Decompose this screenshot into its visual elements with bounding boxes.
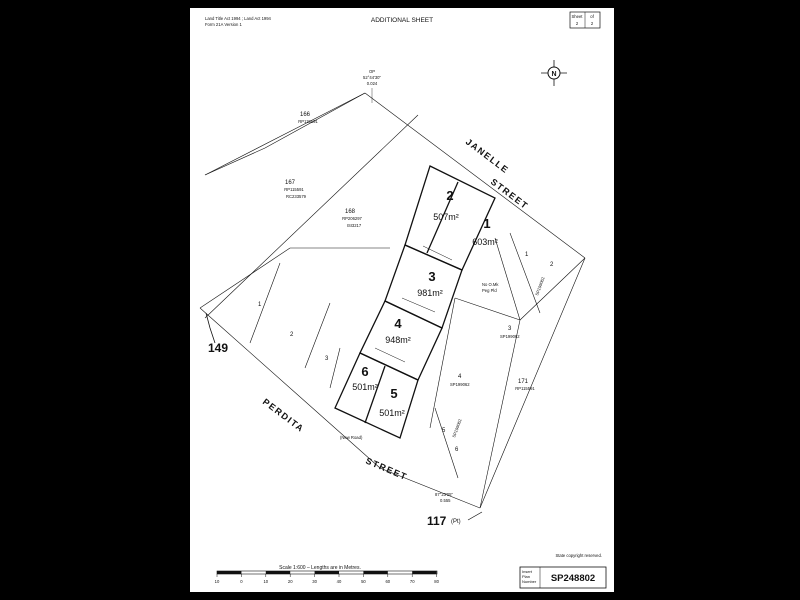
- state-copyright: State copyright reserved.: [555, 553, 602, 558]
- parcel-sp-c: SP199062: [450, 382, 470, 387]
- scale-tick-label: 20: [288, 579, 293, 584]
- note-op-top: OP: [369, 69, 375, 74]
- note-dist-top: 0.024: [367, 81, 378, 86]
- parcel-171: 171: [518, 379, 529, 385]
- lot-2-area: 507m²: [433, 212, 459, 222]
- lot-4-number: 4: [394, 316, 402, 331]
- scale-tick-label: 10: [263, 579, 268, 584]
- svg-text:3: 3: [508, 326, 512, 332]
- street-janelle: JANELLE: [464, 137, 511, 176]
- scale-bar: [216, 570, 438, 575]
- svg-text:of: of: [590, 14, 594, 19]
- road-149-leader: [205, 312, 216, 344]
- scale-tick-label: 60: [385, 579, 390, 584]
- scale-tick-label: 0: [240, 579, 243, 584]
- sheet-number-box: Sheet 2 of 2: [569, 11, 601, 29]
- svg-text:4: 4: [458, 374, 462, 380]
- note-no-omk: No O.Mk: [482, 282, 499, 287]
- parcel-168: 168: [345, 209, 356, 215]
- scale-tick-label: 30: [312, 579, 317, 584]
- lot-1-number: 1: [483, 216, 490, 231]
- sheet-of: 2: [591, 21, 594, 26]
- road-117-leader: [467, 511, 483, 521]
- act-line: Land Title Act 1994 ; Land Act 1994: [205, 16, 272, 21]
- scale-tick-label: 70: [410, 579, 415, 584]
- plan-label-3: Number: [522, 579, 537, 584]
- sheet-title: ADDITIONAL SHEET: [371, 17, 433, 24]
- street-label-bottom: STREET: [364, 456, 409, 483]
- note-dist-bottom: 0.555: [440, 498, 451, 503]
- easement-hatching: [374, 245, 453, 363]
- lot-4-area: 948m²: [385, 335, 411, 345]
- parcel-171-plan: RP115591: [515, 386, 535, 391]
- note-bearing-top: 52°44'30": [363, 75, 381, 80]
- lot-3-number: 3: [428, 269, 435, 284]
- note-peg-pld: Peg Pld: [482, 288, 497, 293]
- parcel-168-plan-2: ISI3217: [347, 223, 362, 228]
- north-arrow-icon: N: [541, 60, 567, 86]
- development-lots-outline: [334, 165, 496, 439]
- parcel-166-plan: RP115591: [298, 119, 318, 124]
- parcel-168-plan: RP206297: [342, 216, 362, 221]
- svg-text:2: 2: [550, 262, 554, 268]
- svg-text:3: 3: [325, 356, 329, 362]
- parcel-167-plan-2: RC233579: [286, 194, 307, 199]
- scale-tick-label: 40: [337, 579, 342, 584]
- parcel-sp-a: SP199062: [534, 276, 546, 297]
- scale-tick-label: 80: [434, 579, 439, 584]
- svg-text:5: 5: [442, 428, 446, 434]
- note-new-road: (New Road): [340, 435, 363, 440]
- svg-text:1: 1: [258, 302, 262, 308]
- lot-5-number: 5: [390, 386, 397, 401]
- parcel-167: 167: [285, 180, 296, 186]
- parcel-166: 166: [300, 112, 311, 118]
- street-perdita: PERDITA: [261, 397, 306, 435]
- lot-5-area: 501m²: [379, 408, 405, 418]
- scale-tick-label: 10: [215, 579, 220, 584]
- parcel-sp-b: SP199062: [500, 334, 520, 339]
- survey-plan-sheet: Land Title Act 1994 ; Land Act 1994 Form…: [190, 8, 614, 592]
- svg-text:2: 2: [290, 332, 294, 338]
- plan-label-1: Insert: [522, 569, 533, 574]
- road-117: 117: [427, 514, 447, 528]
- lot-3-area: 981m²: [417, 288, 443, 298]
- plan-number-box: Insert Plan Number SP248802: [519, 566, 607, 589]
- svg-text:6: 6: [455, 447, 459, 453]
- road-149: 149: [208, 341, 228, 355]
- scale-ticks: 10 0 10 20 30 40 50 60 70 80: [215, 574, 440, 584]
- parcel-sp-d: SP199062: [451, 418, 463, 439]
- lot-1-area: 603m²: [472, 237, 498, 247]
- svg-text:N: N: [551, 71, 556, 78]
- sheet-label: Sheet: [572, 14, 584, 19]
- lot-2-number: 2: [446, 188, 453, 203]
- scale-text: Scale 1:600 – Lengths are in Metres.: [279, 565, 361, 571]
- survey-plan-drawing: Land Title Act 1994 ; Land Act 1994 Form…: [199, 11, 607, 589]
- boundaries: [199, 92, 586, 509]
- scale-tick-label: 50: [361, 579, 366, 584]
- note-bearing-bottom: 87°23'05": [435, 492, 453, 497]
- lot-6-number: 6: [361, 364, 368, 379]
- sheet-no: 2: [576, 21, 579, 26]
- parcel-167-plan: RP115591: [284, 187, 304, 192]
- road-117-suffix: (Pt): [451, 519, 461, 525]
- svg-text:1: 1: [525, 252, 529, 258]
- form-line: Form 21A Version 1: [205, 22, 242, 27]
- plan-label-2: Plan: [522, 574, 530, 579]
- street-label-top: STREET: [489, 177, 531, 212]
- plan-number: SP248802: [551, 573, 595, 584]
- lot-6-area: 501m²: [352, 382, 378, 392]
